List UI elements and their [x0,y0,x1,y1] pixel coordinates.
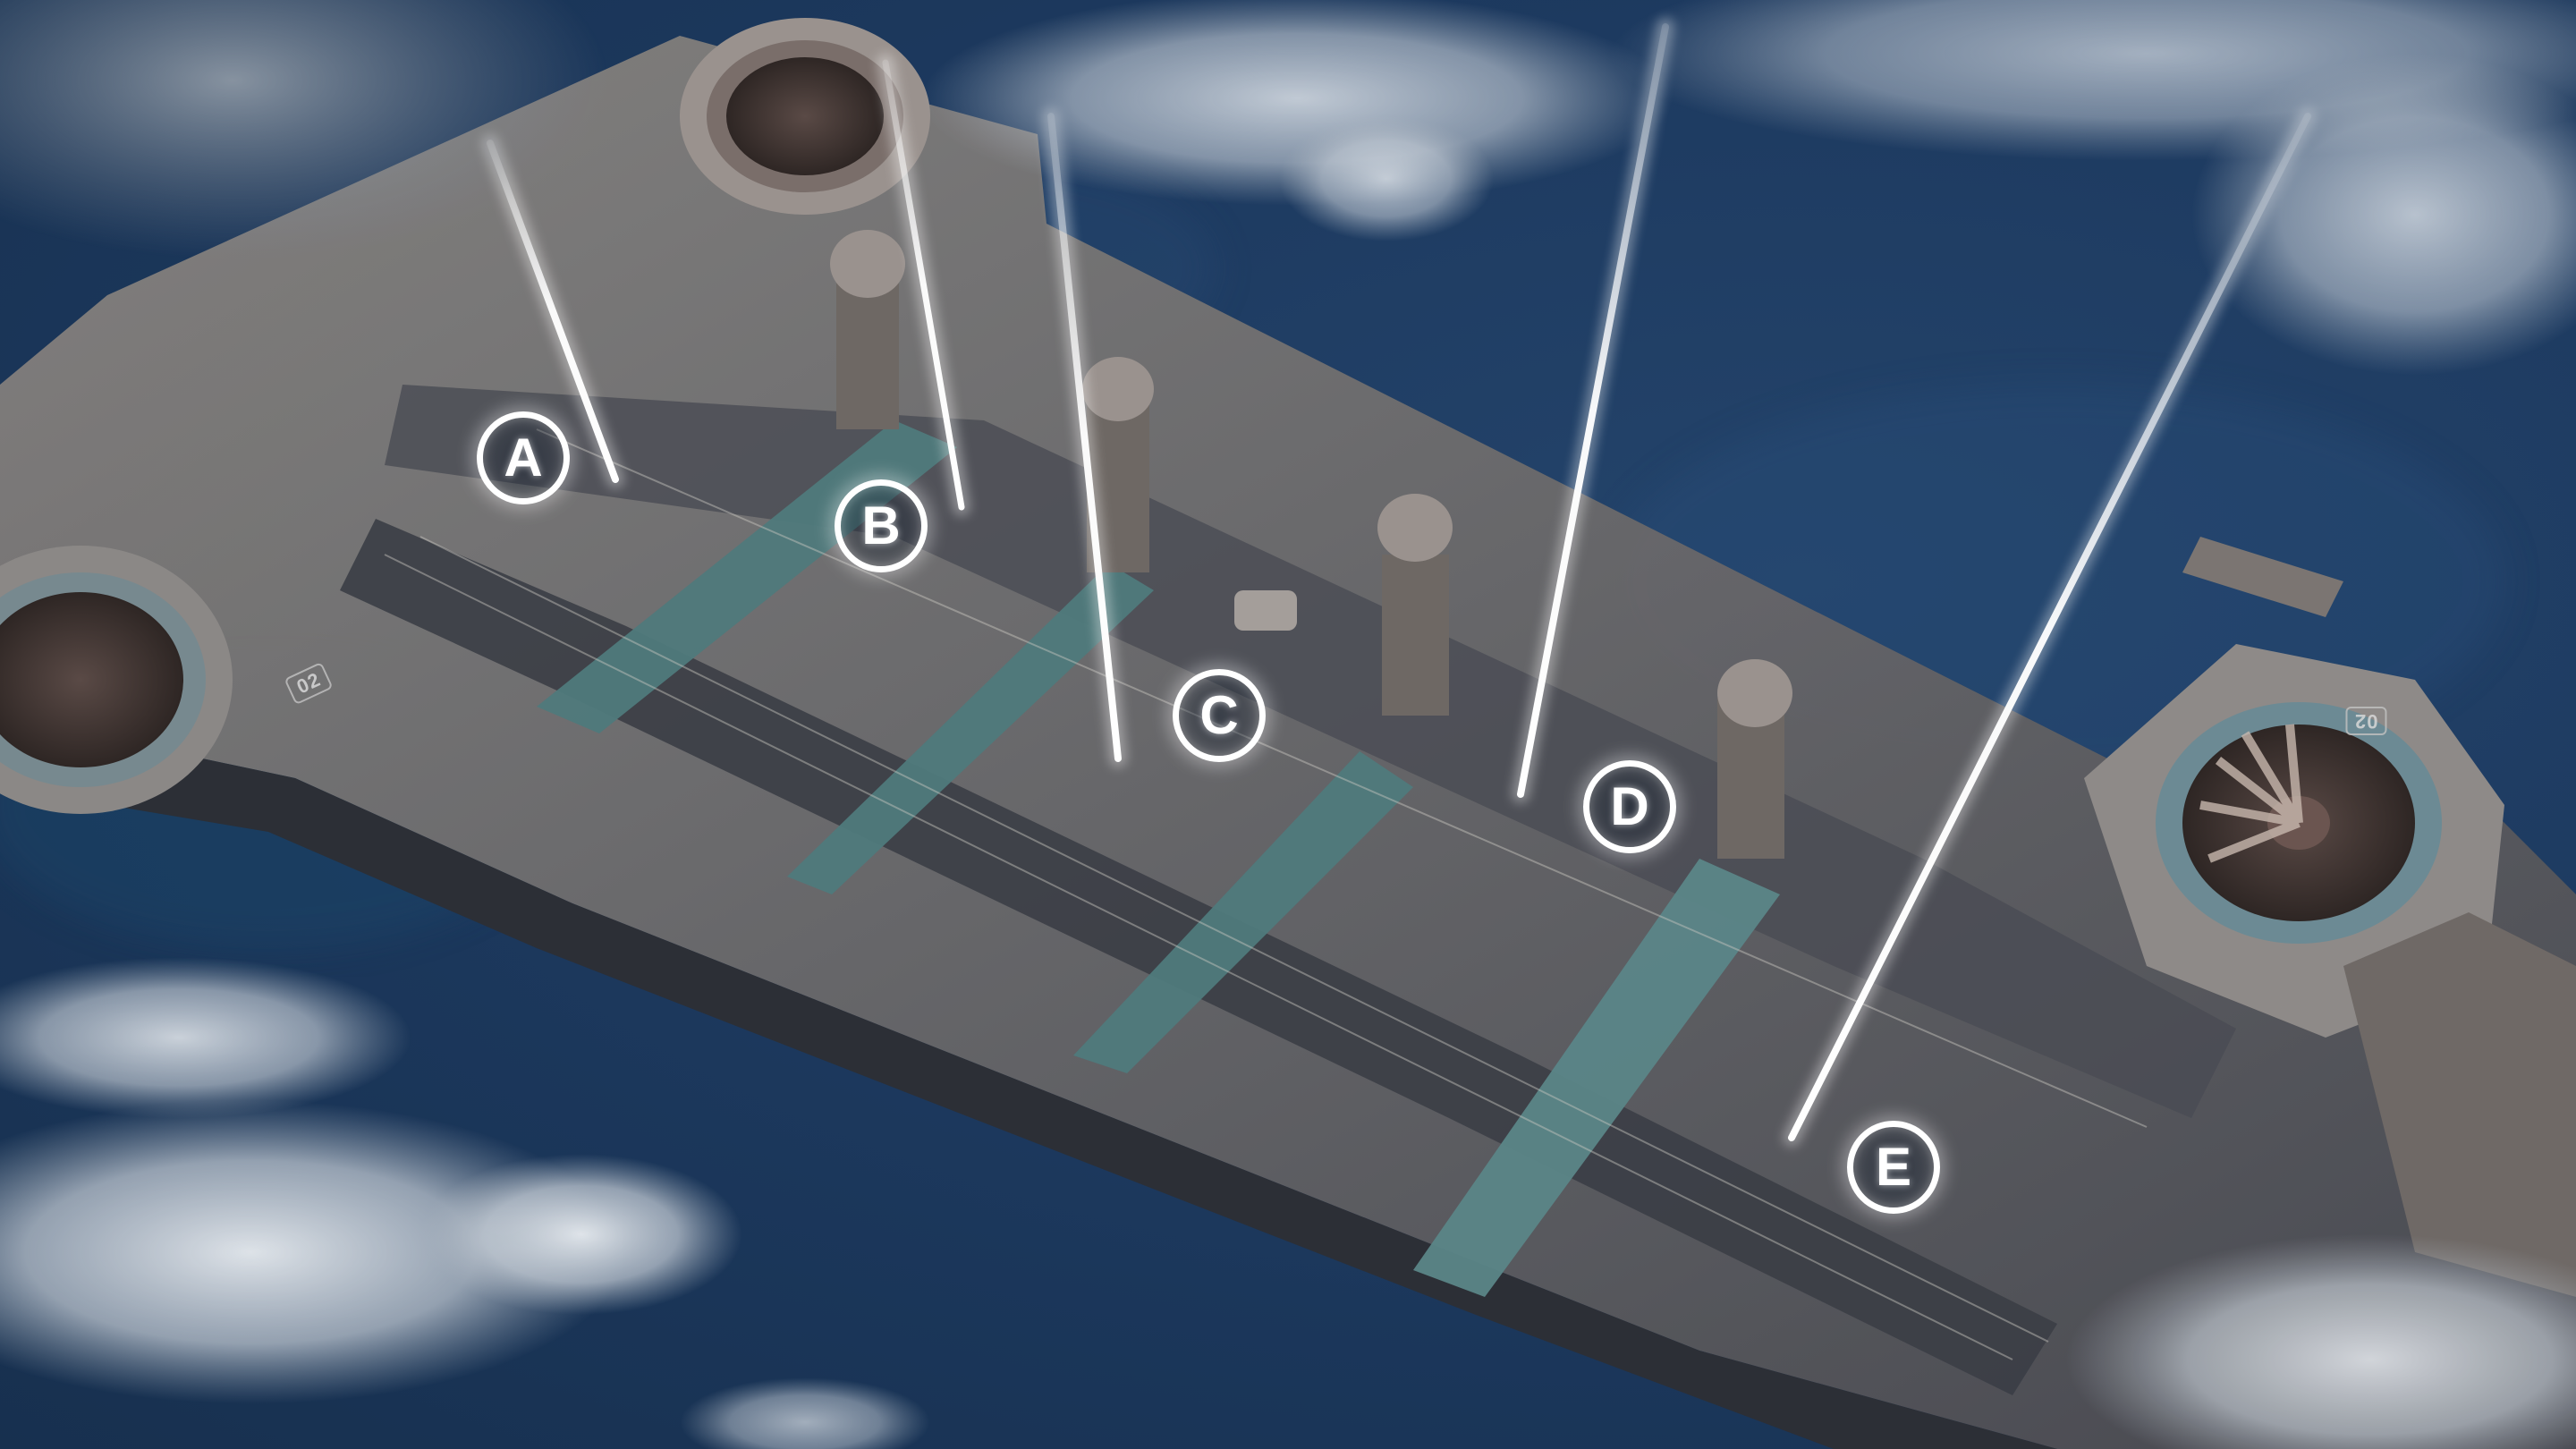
flight-decks [537,420,1780,1297]
callout-a-label: A [504,428,543,487]
fan-top [680,18,930,215]
superstructure-right [2182,537,2576,1297]
fan-right [2084,644,2504,1038]
fan-left [0,546,233,814]
hull-number-right: 02 [2345,707,2387,735]
callout-c-label: C [1199,685,1239,745]
callout-e[interactable]: E [1847,1121,1940,1214]
callout-d[interactable]: D [1583,760,1676,853]
radar-towers [830,230,1792,859]
deck-markings [384,428,2148,1360]
callout-e-label: E [1875,1137,1912,1197]
callout-b[interactable]: B [835,479,928,572]
callout-d-label: D [1610,776,1649,836]
callout-a[interactable]: A [477,411,570,504]
callout-c[interactable]: C [1173,669,1266,762]
callout-b-label: B [861,496,901,555]
